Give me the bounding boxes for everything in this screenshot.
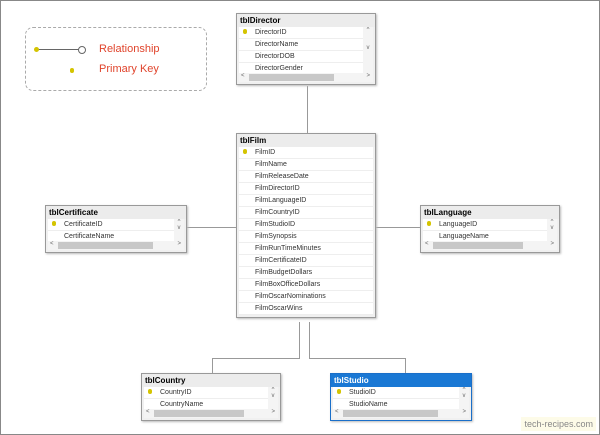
- horizontal-scrollbar[interactable]: <>: [144, 409, 278, 418]
- table-title: tblCertificate: [46, 206, 186, 219]
- primary-key-icon: [243, 149, 247, 154]
- table-director[interactable]: tblDirector DirectorID DirectorName Dire…: [236, 13, 376, 85]
- table-language[interactable]: tblLanguage LanguageID LanguageName ^v <…: [420, 205, 560, 253]
- legend-relationship: Relationship: [99, 43, 160, 55]
- column-row[interactable]: DirectorID: [239, 27, 373, 39]
- table-title: tblDirector: [237, 14, 375, 27]
- column-row[interactable]: FilmLanguageID: [239, 195, 373, 207]
- primary-key-icon: [243, 29, 247, 34]
- relationship-country-film-h[interactable]: [212, 358, 300, 359]
- relationship-studio-film-v[interactable]: [405, 358, 406, 373]
- horizontal-scrollbar[interactable]: <>: [239, 73, 373, 82]
- horizontal-scrollbar[interactable]: <>: [423, 241, 557, 250]
- infinity-icon: [78, 46, 86, 54]
- primary-key-icon: [337, 389, 341, 394]
- column-row[interactable]: FilmOscarNominations: [239, 291, 373, 303]
- column-row[interactable]: FilmName: [239, 159, 373, 171]
- column-row[interactable]: CountryName: [144, 399, 278, 409]
- column-row[interactable]: FilmCertificateID: [239, 255, 373, 267]
- horizontal-scrollbar[interactable]: <>: [333, 409, 469, 418]
- column-row[interactable]: StudioID: [333, 387, 469, 399]
- column-row[interactable]: FilmID: [239, 147, 373, 159]
- vertical-scrollbar[interactable]: ^v: [268, 387, 278, 409]
- column-row[interactable]: FilmSynopsis: [239, 231, 373, 243]
- vertical-scrollbar[interactable]: ^v: [547, 219, 557, 241]
- vertical-scrollbar[interactable]: ^v: [363, 27, 373, 73]
- column-row[interactable]: FilmCountryID: [239, 207, 373, 219]
- relationship-studio-film-h[interactable]: [309, 358, 405, 359]
- relationship-country-film-v[interactable]: [212, 358, 213, 373]
- table-title: tblFilm: [237, 134, 375, 147]
- horizontal-scrollbar[interactable]: <>: [48, 241, 184, 250]
- legend: Relationship Primary Key: [25, 27, 207, 91]
- column-row[interactable]: FilmStudioID: [239, 219, 373, 231]
- relationship-language-film[interactable]: [374, 227, 420, 228]
- column-row[interactable]: FilmOscarWins: [239, 303, 373, 315]
- relationship-certificate-film[interactable]: [185, 227, 236, 228]
- vertical-scrollbar[interactable]: ^v: [174, 219, 184, 241]
- relationship-line-icon: [36, 49, 81, 50]
- table-title: tblStudio: [331, 374, 471, 387]
- column-row[interactable]: CertificateID: [48, 219, 184, 231]
- column-row[interactable]: FilmRunTimeMinutes: [239, 243, 373, 255]
- legend-primary-key: Primary Key: [99, 63, 159, 75]
- column-row[interactable]: FilmReleaseDate: [239, 171, 373, 183]
- column-row[interactable]: FilmDirectorID: [239, 183, 373, 195]
- relationship-director-film[interactable]: [307, 86, 308, 133]
- relationship-studio-film[interactable]: [309, 322, 310, 359]
- column-row[interactable]: CountryID: [144, 387, 278, 399]
- table-title: tblLanguage: [421, 206, 559, 219]
- table-studio[interactable]: tblStudio StudioID StudioName ^v <>: [330, 373, 472, 421]
- watermark: tech-recipes.com: [521, 417, 596, 431]
- column-row[interactable]: DirectorGender: [239, 63, 373, 73]
- primary-key-icon: [148, 389, 152, 394]
- table-title: tblCountry: [142, 374, 280, 387]
- primary-key-icon: [70, 68, 74, 73]
- column-row[interactable]: LanguageID: [423, 219, 557, 231]
- vertical-scrollbar[interactable]: ^v: [459, 387, 469, 409]
- column-row[interactable]: CertificateName: [48, 231, 184, 241]
- table-country[interactable]: tblCountry CountryID CountryName ^v <>: [141, 373, 281, 421]
- column-row[interactable]: FilmBoxOfficeDollars: [239, 279, 373, 291]
- relationship-country-film[interactable]: [299, 322, 300, 359]
- column-row[interactable]: DirectorName: [239, 39, 373, 51]
- primary-key-icon: [427, 221, 431, 226]
- column-row[interactable]: FilmBudgetDollars: [239, 267, 373, 279]
- key-icon: [34, 47, 39, 52]
- column-row[interactable]: DirectorDOB: [239, 51, 373, 63]
- primary-key-icon: [52, 221, 56, 226]
- column-row[interactable]: StudioName: [333, 399, 469, 409]
- table-certificate[interactable]: tblCertificate CertificateID Certificate…: [45, 205, 187, 253]
- column-row[interactable]: LanguageName: [423, 231, 557, 241]
